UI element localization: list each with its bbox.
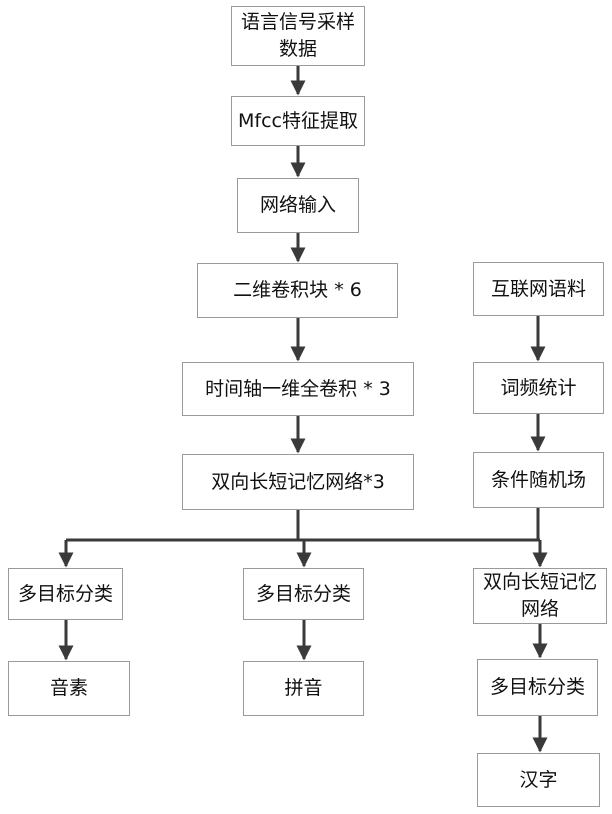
pinyin-label: 拼音	[284, 675, 322, 702]
conv1d-label: 时间轴一维全卷积 * 3	[205, 376, 391, 403]
word-freq-label: 词频统计	[500, 375, 576, 402]
crf-label: 条件随机场	[491, 467, 586, 494]
hanzi-label: 汉字	[519, 767, 557, 794]
cls-phoneme-label: 多目标分类	[18, 581, 113, 608]
phoneme-label: 音素	[50, 675, 88, 702]
bilstm-label: 双向长短记忆网络*3	[211, 469, 385, 496]
conv1d-box: 时间轴一维全卷积 * 3	[182, 362, 414, 416]
pinyin-box: 拼音	[243, 661, 364, 716]
phoneme-box: 音素	[8, 661, 130, 716]
conv2d-label: 二维卷积块 * 6	[233, 277, 362, 304]
cls-pinyin-box: 多目标分类	[243, 568, 364, 620]
corpus-box: 互联网语料	[473, 262, 604, 316]
corpus-label: 互联网语料	[491, 276, 586, 303]
word-freq-box: 词频统计	[473, 362, 604, 414]
sampling-label: 语言信号采样数据	[236, 9, 360, 63]
sampling-box: 语言信号采样数据	[231, 6, 365, 66]
bilstm2-box: 双向长短记忆网络	[473, 568, 607, 624]
hanzi-box: 汉字	[477, 753, 600, 807]
net-input-label: 网络输入	[260, 192, 336, 219]
cls-hanzi-box: 多目标分类	[477, 659, 598, 716]
cls-pinyin-label: 多目标分类	[256, 581, 351, 608]
conv2d-box: 二维卷积块 * 6	[197, 263, 398, 318]
bilstm2-label: 双向长短记忆网络	[478, 569, 602, 623]
cls-hanzi-label: 多目标分类	[490, 674, 585, 701]
bilstm-box: 双向长短记忆网络*3	[182, 454, 414, 510]
cls-phoneme-box: 多目标分类	[8, 568, 123, 620]
crf-box: 条件随机场	[473, 452, 604, 508]
net-input-box: 网络输入	[237, 178, 359, 233]
mfcc-box: Mfcc特征提取	[231, 96, 365, 146]
mfcc-label: Mfcc特征提取	[238, 108, 358, 135]
